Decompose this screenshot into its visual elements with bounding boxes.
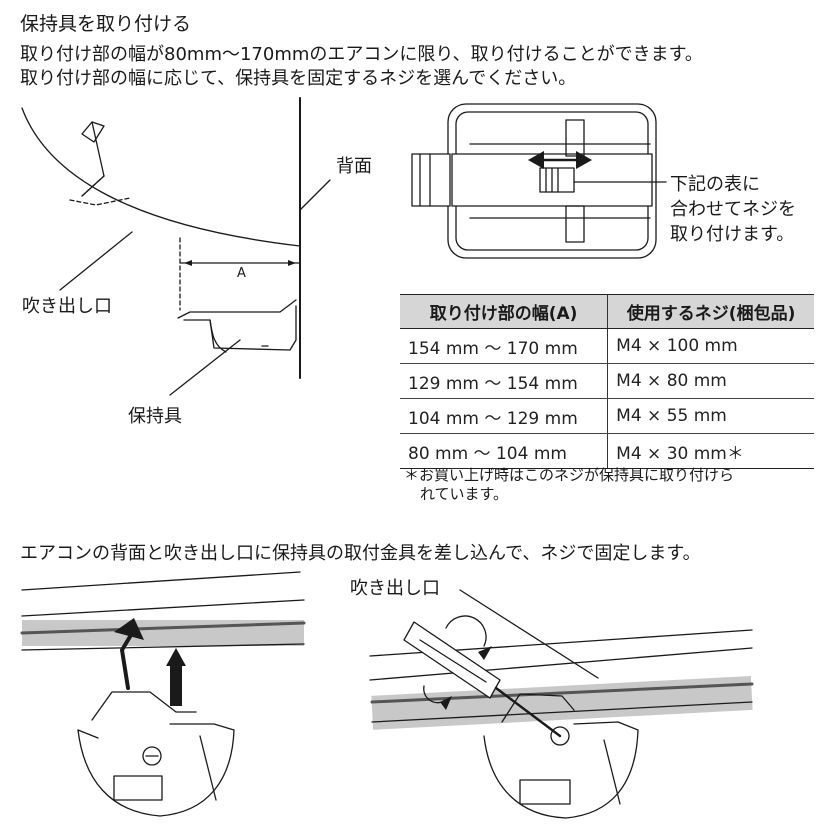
callout-line-2: 合わせてネジを: [670, 199, 796, 220]
footnote-line-2: れています。: [420, 485, 509, 503]
intro-line-1: 取り付け部の幅が80mm～170mmのエアコンに限り、取り付けることができます。: [20, 44, 703, 65]
table-cell-width: 104 mm ～ 129 mm: [400, 398, 609, 434]
table-row: 104 mm ～ 129 mm M4 × 55 mm: [400, 398, 814, 434]
table-header-screw: 使用するネジ(梱包品): [607, 294, 814, 329]
dimension-a-label: A: [237, 266, 246, 281]
holder-label: 保持具: [128, 406, 182, 427]
table-header-row: 取り付け部の幅(A) 使用するネジ(梱包品): [400, 294, 814, 329]
table-cell-screw: M4 × 100 mm: [607, 328, 814, 364]
table-row: 80 mm ～ 104 mm M4 × 30 mm＊: [400, 433, 814, 469]
table-row: 129 mm ～ 154 mm M4 × 80 mm: [400, 363, 814, 399]
screw-instruction-callout: 下記の表に 合わせてネジを 取り付けます。: [670, 172, 796, 247]
outlet-label: 吹き出し口: [22, 296, 112, 317]
holder-screw-diagram: [411, 103, 667, 259]
table-cell-width: 80 mm ～ 104 mm: [400, 433, 609, 469]
table-cell-width: 129 mm ～ 154 mm: [400, 363, 609, 399]
insert-holder-diagram: [20, 571, 306, 817]
table-cell-width: 154 mm ～ 170 mm: [400, 328, 609, 364]
table-cell-screw: M4 × 30 mm＊: [607, 433, 814, 469]
table-row: 154 mm ～ 170 mm M4 × 100 mm: [400, 328, 814, 364]
table-cell-screw: M4 × 80 mm: [607, 363, 814, 399]
table-header-width: 取り付け部の幅(A): [400, 294, 609, 329]
table-footnote: ＊お買い上げ時はこのネジが保持具に取り付けら れています。: [404, 466, 734, 504]
intro-text: 取り付け部の幅が80mm～170mmのエアコンに限り、取り付けることができます。…: [20, 43, 703, 91]
installation-step-text: エアコンの背面と吹き出し口に保持具の取付金具を差し込んで、ネジで固定します。: [20, 543, 701, 564]
callout-line-3: 取り付けます。: [670, 224, 795, 245]
screwdriver-fix-diagram: [369, 589, 754, 819]
back-label: 背面: [336, 156, 372, 177]
callout-line-1: 下記の表に: [670, 174, 760, 195]
outlet-label-bottom: 吹き出し口: [350, 578, 440, 599]
table-cell-screw: M4 × 55 mm: [607, 398, 814, 434]
intro-line-2: 取り付け部の幅に応じて、保持具を固定するネジを選んでください。: [20, 68, 577, 89]
footnote-line-1: ＊お買い上げ時はこのネジが保持具に取り付けら: [404, 466, 735, 484]
aircon-side-diagram: [21, 97, 331, 396]
screwdriver-icon: [403, 621, 562, 738]
screw-size-table: 取り付け部の幅(A) 使用するネジ(梱包品) 154 mm ～ 170 mm M…: [400, 294, 814, 469]
section-heading: 保持具を取り付ける: [20, 13, 192, 35]
